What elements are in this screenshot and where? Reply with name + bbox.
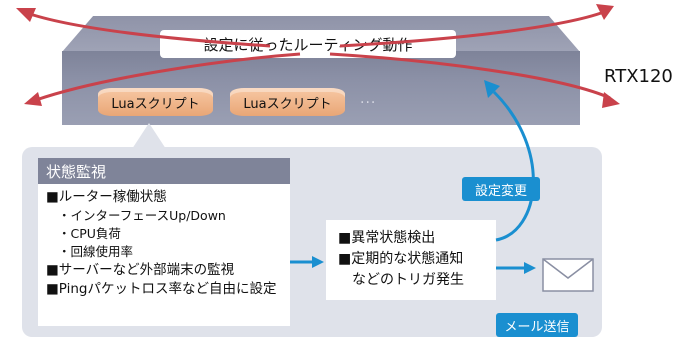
send-mail-badge: メール送信 <box>496 313 578 337</box>
lua-script-2: Luaスクリプト <box>230 88 345 116</box>
monitor-item-interface: ・インターフェースUp/Down <box>58 208 226 223</box>
flow-arrowhead-send-mail <box>524 262 536 274</box>
flow-arrow-config-change <box>492 90 535 242</box>
monitor-item-external: ■サーバーなど外部端末の監視 <box>46 262 235 278</box>
monitor-item-ping: ■Pingパケットロス率など自由に設定 <box>46 281 277 297</box>
traffic-arrow-lower-left <box>35 52 301 102</box>
lua-script-1: Luaスクリプト <box>98 88 213 116</box>
envelope-icon <box>542 258 594 292</box>
monitor-list: ■ルーター稼働状態 ・インターフェースUp/Down ・CPU負荷 ・回線使用率… <box>38 184 290 326</box>
flow-arrowhead-config-change <box>484 80 500 98</box>
traffic-arrowhead-lower-right <box>602 92 620 108</box>
monitor-header: 状態監視 <box>38 158 290 184</box>
trigger-occur: などのトリガ発生 <box>338 272 464 288</box>
monitor-item-line-usage: ・回線使用率 <box>58 244 134 259</box>
trigger-box: ■異常状態検出 ■定期的な状態通知 などのトリガ発生 <box>326 220 496 300</box>
traffic-arrowhead-lower-left <box>24 92 42 106</box>
traffic-arrowhead-upper-left <box>16 8 36 22</box>
more-scripts-ellipsis: ··· <box>360 95 377 111</box>
traffic-arrow-upper-left <box>29 12 271 48</box>
router-model-label: RTX1200 <box>604 66 674 87</box>
traffic-arrow-lower-right <box>329 52 611 100</box>
trigger-periodic: ■定期的な状態通知 <box>338 251 464 267</box>
traffic-arrowhead-upper-right <box>596 4 614 20</box>
config-change-badge: 設定変更 <box>462 177 540 201</box>
monitor-item-router-status: ■ルーター稼働状態 <box>46 189 167 205</box>
routing-action-box: 設定に従ったルーティング動作 <box>160 30 456 58</box>
flow-arrowhead-monitor-to-trigger <box>312 256 324 268</box>
monitor-item-cpu: ・CPU負荷 <box>58 226 121 241</box>
trigger-anomaly: ■異常状態検出 <box>338 230 436 246</box>
traffic-arrow-upper-right <box>339 10 605 48</box>
